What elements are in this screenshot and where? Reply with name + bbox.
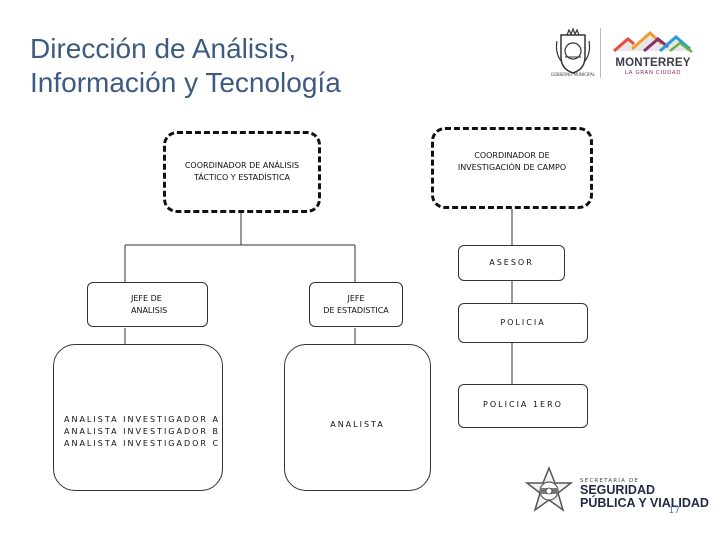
seal-caption: GOBIERNO MUNICIPAL [550, 72, 596, 77]
asesor-label: ASESOR [489, 258, 534, 267]
asesor-box: ASESOR [458, 245, 565, 281]
police-star-badge-icon [524, 466, 574, 512]
coordinator-investigacion-line1: COORDINADOR DE [474, 151, 550, 160]
policia-1ero-label: POLICIA 1ERO [483, 400, 563, 409]
logo-divider [600, 28, 601, 78]
monterrey-name: MONTERREY [615, 57, 691, 69]
coordinator-investigacion-box: COORDINADOR DE INVESTIGACIÓN DE CAMPO [431, 127, 593, 209]
policia-box: POLICIA [458, 303, 588, 343]
jefe-estadistica-box: JEFE DE ESTADISTICA [309, 282, 403, 327]
title-line-2: Información y Tecnología [30, 67, 341, 98]
policia-label: POLICIA [500, 318, 546, 327]
analista-label: ANALISTA [330, 419, 385, 429]
jefe-estadistica-line1: JEFE [347, 293, 365, 303]
page-number: 17 [668, 506, 680, 516]
coordinator-investigacion-line2: INVESTIGACIÓN DE CAMPO [457, 163, 567, 172]
municipal-seal-icon [555, 27, 591, 74]
analista-investigador-b: ANALISTA INVESTIGADOR B [64, 426, 221, 436]
coordinator-analisis-box: COORDINADOR DE ANÁLISIS TÁCTICO Y ESTADÍ… [163, 131, 321, 213]
monterrey-mountains-logo-icon [612, 30, 693, 53]
analista-box: ANALISTA [284, 344, 431, 491]
secretaria-small-label: SECRETARÍA DE [580, 478, 640, 484]
coordinator-analisis-line2: TÁCTICO Y ESTADÍSTICA [193, 173, 291, 182]
analista-investigador-c: ANALISTA INVESTIGADOR C [64, 438, 221, 448]
coordinator-analisis-line1: COORDINADOR DE ANÁLISIS [184, 161, 300, 170]
title-line-1: Dirección de Análisis, [30, 33, 297, 64]
jefe-analisis-line1: JEFE DE [131, 294, 162, 303]
analista-investigador-a: ANALISTA INVESTIGADOR A [64, 414, 221, 424]
secretaria-name: SEGURIDAD PÚBLICA Y VIALIDAD [580, 484, 709, 510]
jefe-analisis-box: JEFE DE ANALISIS [87, 282, 208, 327]
secretaria-line1: SEGURIDAD [580, 483, 656, 497]
page-title: Dirección de Análisis, Información y Tec… [30, 32, 341, 100]
jefe-estadistica-line2: DE ESTADISTICA [323, 305, 389, 315]
policia-1ero-box: POLICIA 1ERO [458, 384, 588, 428]
monterrey-tagline: LA GRAN CIUDAD [624, 70, 682, 76]
secretaria-line2: PÚBLICA Y VIALIDAD [580, 496, 709, 510]
analistas-investigadores-box: ANALISTA INVESTIGADOR A ANALISTA INVESTI… [53, 344, 223, 491]
jefe-analisis-line2: ANALISIS [131, 306, 168, 315]
